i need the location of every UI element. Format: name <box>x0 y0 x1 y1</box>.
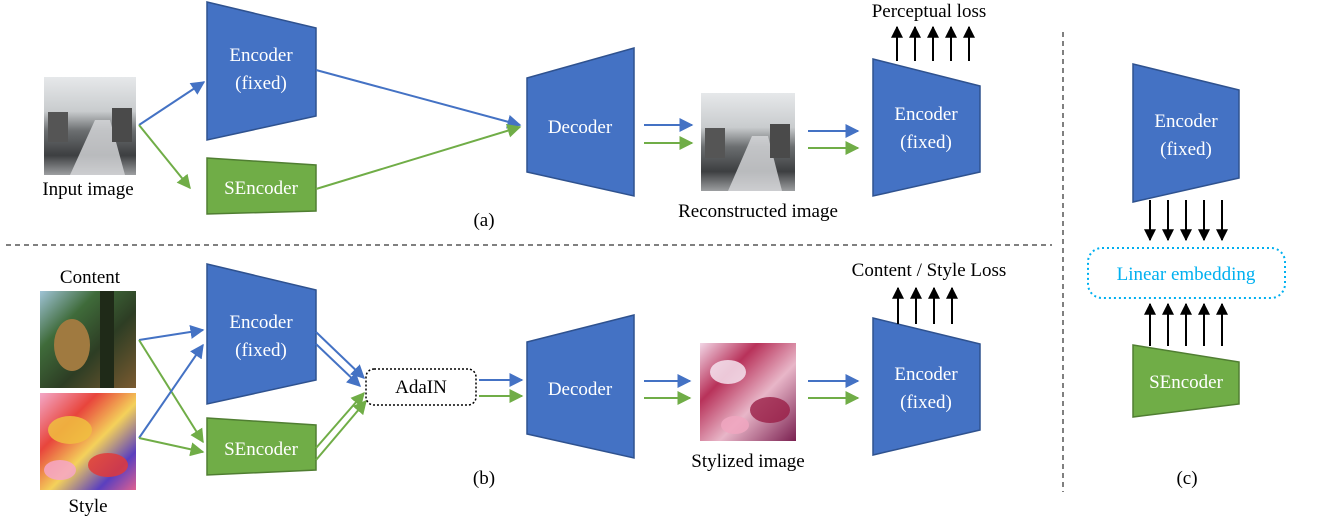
loss-encoder-a-line2: (fixed) <box>900 132 952 153</box>
sencoder-c-label: SEncoder <box>1149 372 1224 393</box>
perceptual-loss-label: Perceptual loss <box>872 1 987 22</box>
encoder-a-line1: Encoder <box>229 45 293 66</box>
encoder-a-line2: (fixed) <box>235 73 287 94</box>
encoder-b-line1: Encoder <box>229 312 293 333</box>
panel-c: Encoder (fixed) Linear embedding SEncode… <box>1087 63 1286 489</box>
caption-c: (c) <box>1176 468 1197 489</box>
decoder-a <box>526 47 635 197</box>
arrow-input-to-encoder <box>138 81 206 126</box>
input-image-label: Input image <box>42 179 133 200</box>
style-image <box>40 393 136 490</box>
decoder-b-label: Decoder <box>548 379 613 400</box>
sencoder-to-embedding-arrows <box>1144 302 1228 346</box>
linear-embedding-box <box>1087 247 1286 299</box>
decoder-a-label: Decoder <box>548 117 613 138</box>
sencoder-c <box>1132 344 1240 418</box>
loss-encoder-b <box>872 317 981 456</box>
arrow-content-to-encoder <box>138 325 205 341</box>
loss-encoder-a-line1: Encoder <box>894 104 958 125</box>
loss-encoder-b-line2: (fixed) <box>900 392 952 413</box>
sencoder-b <box>206 417 317 476</box>
arrow-sencoder-to-decoder <box>315 123 522 190</box>
content-image <box>40 291 136 388</box>
caption-a: (a) <box>473 210 494 231</box>
sencoder-a <box>206 157 317 215</box>
decoder-b <box>526 314 635 459</box>
stylized-image-label: Stylized image <box>691 451 804 472</box>
encoder-c <box>1132 63 1240 203</box>
reconstructed-image-label: Reconstructed image <box>678 201 838 222</box>
encoder-b-line2: (fixed) <box>235 340 287 361</box>
style-label: Style <box>68 496 107 517</box>
linear-embedding-label: Linear embedding <box>1117 264 1256 285</box>
encoder-c-line2: (fixed) <box>1160 139 1212 160</box>
content-style-loss-arrows <box>892 286 958 324</box>
content-label: Content <box>60 267 121 288</box>
encoder-b <box>206 263 317 405</box>
input-image <box>44 77 136 175</box>
sencoder-a-label: SEncoder <box>224 178 299 199</box>
arrow-encoder-to-adain-1 <box>315 331 366 379</box>
loss-encoder-a <box>872 58 981 197</box>
panel-a: Input image Encoder (fixed) SEncoder Dec… <box>42 1 986 231</box>
arrow-style-to-sencoder <box>138 437 205 457</box>
content-style-loss-label: Content / Style Loss <box>852 260 1007 281</box>
adain-label: AdaIN <box>395 377 447 398</box>
adain-box <box>365 368 477 406</box>
arrow-input-to-sencoder <box>138 124 191 190</box>
stylized-image <box>700 343 796 441</box>
encoder-c-line1: Encoder <box>1154 111 1218 132</box>
perceptual-loss-arrows <box>891 25 975 61</box>
loss-encoder-b-line1: Encoder <box>894 364 958 385</box>
panel-b: Content Style Encoder (fixed) SEncoder <box>40 260 1006 517</box>
arrow-sencoder-to-adain-1 <box>315 391 365 449</box>
arrow-encoder-to-adain-2 <box>315 343 362 387</box>
caption-b: (b) <box>473 468 495 489</box>
arrow-sencoder-to-adain-2 <box>315 399 367 461</box>
sencoder-b-label: SEncoder <box>224 439 299 460</box>
arrow-style-to-encoder <box>138 343 204 439</box>
encoder-a <box>206 1 317 141</box>
encoder-to-embedding-arrows <box>1144 200 1228 242</box>
arrow-encoder-to-decoder <box>315 69 522 129</box>
reconstructed-image <box>701 93 795 191</box>
